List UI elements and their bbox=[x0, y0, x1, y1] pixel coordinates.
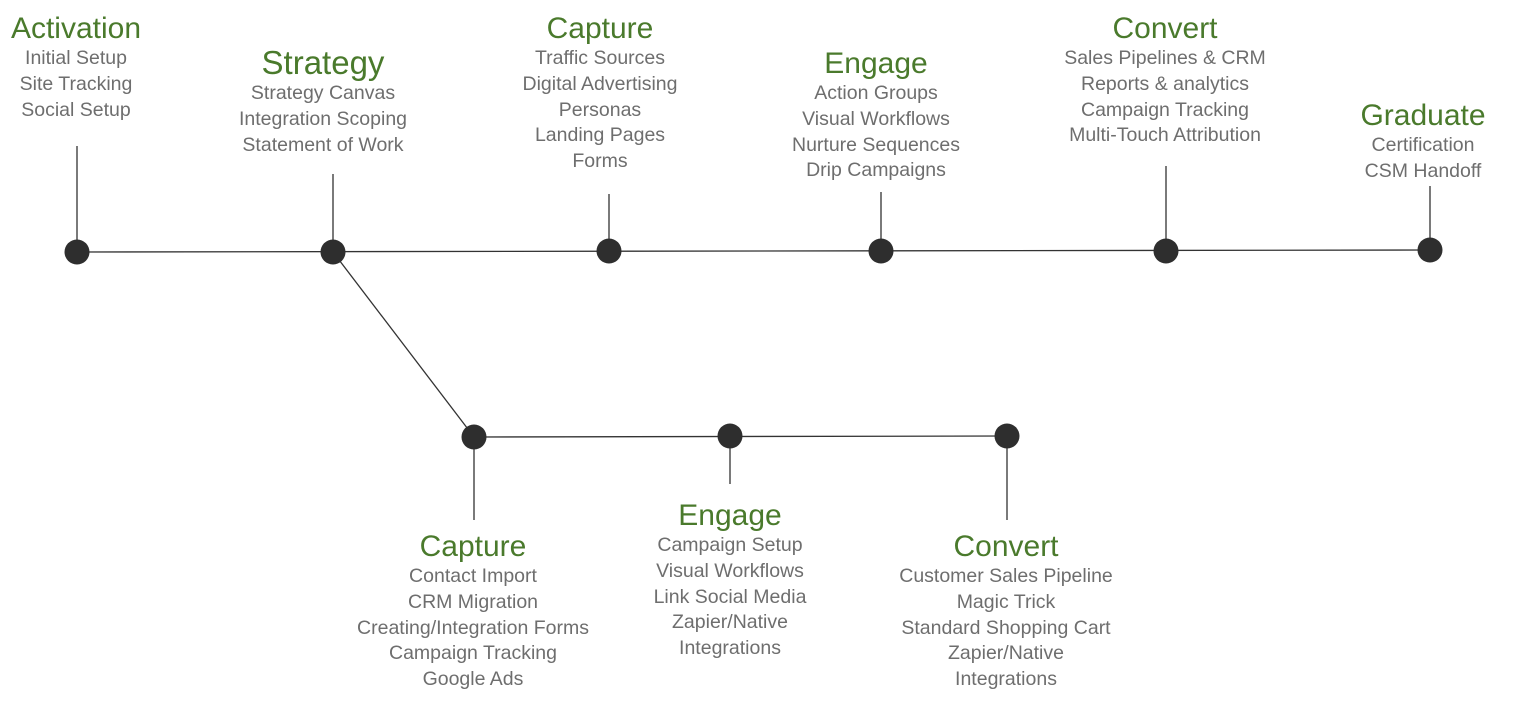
stage-item: Google Ads bbox=[422, 668, 524, 691]
stage-item: Creating/Integration Forms bbox=[357, 616, 589, 639]
stage-item: CRM Migration bbox=[407, 590, 539, 613]
stage-item: Action Groups bbox=[814, 82, 938, 104]
stage-engage-bottom: Engage Campaign Setup Visual Workflows L… bbox=[654, 499, 807, 662]
stage-item: Campaign Tracking bbox=[389, 642, 557, 665]
stage-item: Link Social Media bbox=[653, 585, 807, 608]
stage-item-list: Strategy Canvas Integration Scoping Stat… bbox=[239, 81, 407, 158]
stage-title: Graduate bbox=[1360, 99, 1486, 132]
stage-title: Strategy bbox=[261, 44, 385, 81]
top-track-line bbox=[76, 249, 1431, 253]
stage-item: Visual Workflows bbox=[802, 107, 950, 130]
node-engage-bottom bbox=[717, 423, 743, 449]
stage-item: Forms bbox=[572, 150, 628, 173]
stage-capture-bottom: Capture Contact Import CRM Migration Cre… bbox=[357, 530, 589, 693]
stage-convert: Convert Sales Pipelines & CRM Reports & … bbox=[1064, 12, 1266, 149]
stage-title: Convert bbox=[1112, 12, 1218, 45]
stage-item: CSM Handoff bbox=[1364, 159, 1482, 182]
stage-item-list: Sales Pipelines & CRM Reports & analytic… bbox=[1064, 46, 1266, 149]
stage-title: Convert bbox=[953, 530, 1059, 563]
stage-activation: Activation Initial Setup Site Tracking S… bbox=[11, 12, 141, 123]
stage-item: Campaign Tracking bbox=[1081, 98, 1249, 121]
node-activation bbox=[64, 239, 90, 265]
node-convert bbox=[1153, 238, 1179, 264]
stage-item-list: Contact Import CRM Migration Creating/In… bbox=[357, 564, 589, 693]
node-engage bbox=[868, 238, 894, 264]
stage-item: Drip Campaigns bbox=[806, 159, 946, 182]
stage-engage: Engage Action Groups Visual Workflows Nu… bbox=[792, 47, 960, 184]
stage-title: Capture bbox=[546, 12, 654, 45]
node-convert-bottom bbox=[994, 423, 1020, 449]
stage-item: Personas bbox=[558, 98, 642, 121]
node-capture bbox=[596, 238, 622, 264]
stage-item-list: Initial Setup Site Tracking Social Setup bbox=[11, 46, 141, 123]
stage-item: Digital Advertising bbox=[522, 72, 678, 95]
stage-item: Standard Shopping Cart bbox=[901, 616, 1111, 639]
node-capture-bottom bbox=[461, 424, 487, 450]
stage-convert-bottom: Convert Customer Sales Pipeline Magic Tr… bbox=[899, 530, 1113, 693]
stage-item: Strategy Canvas bbox=[250, 82, 396, 104]
stage-title: Engage bbox=[824, 47, 928, 80]
stage-capture: Capture Traffic Sources Digital Advertis… bbox=[523, 12, 678, 175]
stage-item: Certification bbox=[1371, 134, 1475, 156]
stage-item: Integrations bbox=[955, 668, 1057, 691]
stage-item: Campaign Setup bbox=[657, 534, 803, 556]
stage-title: Engage bbox=[678, 499, 782, 532]
stage-item-list: Customer Sales Pipeline Magic Trick Stan… bbox=[899, 564, 1113, 693]
stage-item-list: Action Groups Visual Workflows Nurture S… bbox=[792, 81, 960, 184]
stage-graduate: Graduate Certification CSM Handoff bbox=[1360, 99, 1485, 185]
stage-item-list: Traffic Sources Digital Advertising Pers… bbox=[523, 46, 678, 175]
stage-title: Activation bbox=[10, 12, 142, 45]
stage-item: Multi-Touch Attribution bbox=[1069, 124, 1261, 147]
stage-item: Landing Pages bbox=[534, 124, 666, 147]
stage-item: Zapier/Native bbox=[672, 611, 788, 634]
stage-item: Site Tracking bbox=[19, 72, 133, 95]
node-strategy bbox=[320, 239, 346, 265]
stage-item-list: Certification CSM Handoff bbox=[1360, 133, 1485, 185]
stage-item: Initial Setup bbox=[25, 47, 127, 69]
stage-strategy: Strategy Strategy Canvas Integration Sco… bbox=[239, 45, 407, 158]
node-graduate bbox=[1417, 237, 1443, 263]
stage-item: Sales Pipelines & CRM bbox=[1064, 47, 1266, 69]
stage-item: Integration Scoping bbox=[238, 107, 408, 130]
stage-item: Reports & analytics bbox=[1081, 72, 1249, 95]
stage-item: Statement of Work bbox=[242, 133, 404, 156]
stage-item: Visual Workflows bbox=[656, 559, 804, 582]
stage-item-list: Campaign Setup Visual Workflows Link Soc… bbox=[654, 533, 807, 662]
branch-line bbox=[332, 251, 475, 438]
stage-item: Magic Trick bbox=[956, 590, 1056, 613]
stage-item: Contact Import bbox=[409, 565, 537, 587]
stage-item: Social Setup bbox=[21, 98, 131, 121]
stage-item: Nurture Sequences bbox=[791, 133, 961, 156]
stage-title: Capture bbox=[419, 530, 527, 563]
stage-item: Traffic Sources bbox=[534, 47, 666, 69]
stage-item: Zapier/Native bbox=[948, 642, 1064, 665]
stage-item: Customer Sales Pipeline bbox=[899, 565, 1113, 587]
stage-item: Integrations bbox=[679, 637, 781, 660]
